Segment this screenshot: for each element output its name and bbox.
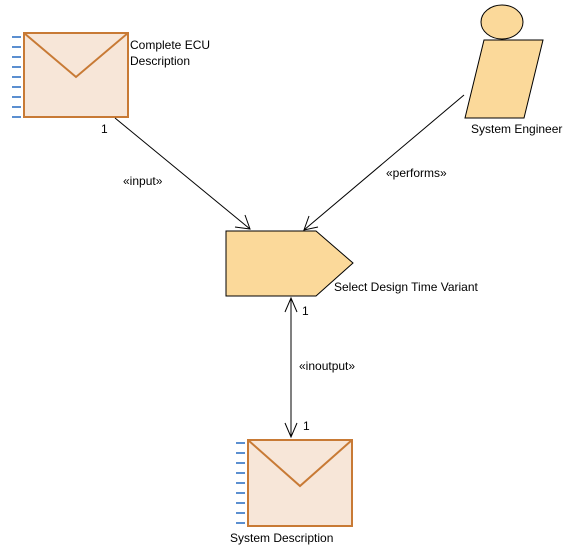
task-pentagon-icon — [225, 230, 354, 297]
arrowhead-icon — [234, 214, 251, 230]
arrowhead-icon — [303, 215, 319, 231]
select-design-time-variant-node[interactable] — [225, 230, 354, 297]
performs-stereotype-label: «performs» — [386, 166, 447, 180]
edge-input[interactable] — [114, 117, 251, 230]
system-engineer-label: System Engineer — [471, 122, 563, 136]
system-description-node[interactable] — [236, 439, 353, 527]
inoutput-multiplicity-bottom: 1 — [303, 419, 310, 433]
edge-inoutput[interactable] — [284, 296, 298, 439]
input-multiplicity: 1 — [101, 122, 108, 136]
system-description-label: System Description — [230, 531, 334, 545]
system-engineer-node[interactable] — [464, 4, 544, 119]
envelope-icon — [23, 32, 129, 118]
complete-ecu-label-line1: Complete ECU — [130, 38, 211, 52]
envelope-icon — [247, 439, 353, 527]
inoutput-multiplicity-top: 1 — [302, 304, 309, 318]
complete-ecu-description-node[interactable] — [12, 32, 129, 118]
select-design-time-variant-label: Select Design Time Variant — [334, 280, 478, 294]
side-dashes-icon — [12, 36, 21, 118]
side-dashes-icon — [236, 442, 245, 524]
complete-ecu-label-line2: Description — [130, 54, 191, 68]
inoutput-stereotype-label: «inoutput» — [299, 359, 356, 373]
arrowhead-icon — [284, 422, 298, 439]
input-stereotype-label: «input» — [123, 174, 163, 188]
edge-performs[interactable] — [303, 94, 465, 231]
arrowhead-icon — [284, 296, 298, 313]
role-actor-icon — [464, 4, 544, 119]
